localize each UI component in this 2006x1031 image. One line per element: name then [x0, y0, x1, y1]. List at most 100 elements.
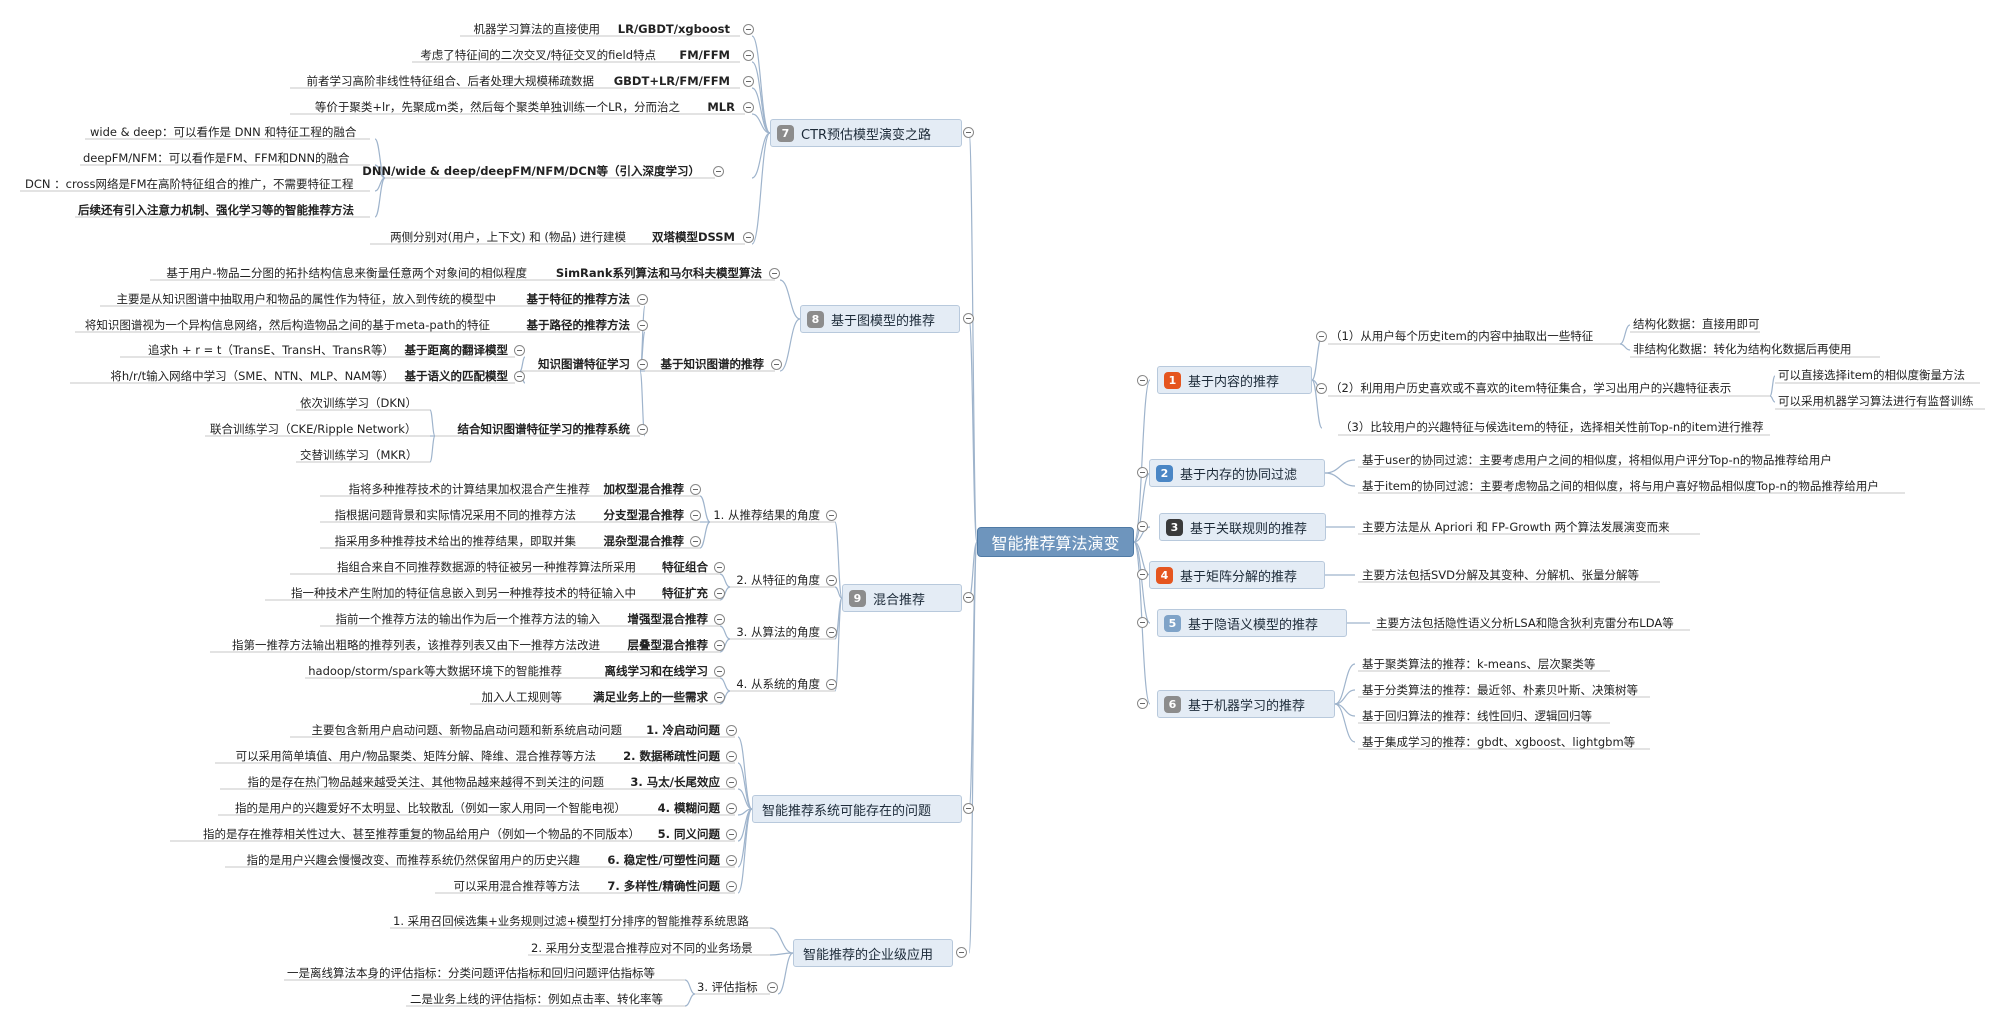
collapse-toggle-icon[interactable]	[514, 371, 525, 382]
content-step-2: （2）利用用户历史喜欢或不喜欢的item特征集合，学习出用户的兴趣特征表示	[1330, 381, 1732, 395]
collapse-toggle-icon[interactable]	[714, 614, 725, 625]
collapse-toggle-icon[interactable]	[826, 679, 837, 690]
collapse-toggle-icon[interactable]	[637, 294, 648, 305]
connector-line	[751, 87, 771, 134]
collapse-toggle-icon[interactable]	[637, 424, 648, 435]
collapse-toggle-icon[interactable]	[826, 510, 837, 521]
collapse-toggle-icon[interactable]	[1137, 521, 1148, 532]
collapse-toggle-icon[interactable]	[726, 855, 737, 866]
collapse-toggle-icon[interactable]	[1137, 467, 1148, 478]
ctr-deep-note-2: deepFM/NFM：可以看作是FM、FFM和DNN的融合	[83, 151, 350, 165]
problem-7: 7. 多样性/精确性问题	[607, 879, 720, 893]
badge-5-icon: 5	[1164, 614, 1181, 632]
mf-methods: 主要方法包括SVD分解及其变种、分解机、张量分解等	[1362, 568, 1640, 582]
problem-1-desc: 主要包含新用户启动问题、新物品启动问题和新系统启动问题	[311, 723, 623, 737]
collapse-toggle-icon[interactable]	[743, 102, 754, 113]
collapse-toggle-icon[interactable]	[1137, 375, 1148, 386]
ml-ensemble: 基于集成学习的推荐：gbdt、xgboost、lightgbm等	[1362, 735, 1636, 749]
ctr-deep-note-1: wide & deep：可以看作是 DNN 和特征工程的融合	[90, 125, 357, 139]
collapse-toggle-icon[interactable]	[726, 725, 737, 736]
collapse-toggle-icon[interactable]	[714, 640, 725, 651]
ml-clustering: 基于聚类算法的推荐：k-means、层次聚类等	[1362, 657, 1596, 671]
collapse-toggle-icon[interactable]	[726, 829, 737, 840]
connector-line	[374, 177, 386, 218]
collapse-toggle-icon[interactable]	[713, 166, 724, 177]
collapse-toggle-icon[interactable]	[1316, 331, 1327, 342]
collapse-toggle-icon[interactable]	[771, 359, 782, 370]
connector-line	[519, 356, 526, 372]
collapse-toggle-icon[interactable]	[743, 50, 754, 61]
problem-2-desc: 可以采用简单填值、用户/物品聚类、矩阵分解、降维、混合推荐等方法	[235, 749, 596, 763]
problem-1: 1. 冷启动问题	[646, 723, 720, 737]
collapse-toggle-icon[interactable]	[690, 536, 701, 547]
collapse-toggle-icon[interactable]	[726, 751, 737, 762]
collapse-toggle-icon[interactable]	[963, 803, 974, 814]
hybrid-cascade-desc: 指第一推荐方法输出粗略的推荐列表，该推荐列表又由下一推荐方法改进	[232, 638, 600, 652]
hybrid-business: 满足业务上的一些需求	[593, 690, 708, 704]
connector-line	[777, 952, 794, 995]
collapse-toggle-icon[interactable]	[714, 692, 725, 703]
collapse-toggle-icon[interactable]	[714, 666, 725, 677]
collapse-toggle-icon[interactable]	[1137, 617, 1148, 628]
problem-6: 6. 稳定性/可塑性问题	[607, 853, 720, 867]
collapse-toggle-icon[interactable]	[767, 982, 778, 993]
ctr-gbdt-lr: GBDT+LR/FM/FFM	[613, 74, 730, 88]
collapse-toggle-icon[interactable]	[637, 359, 648, 370]
collapse-toggle-icon[interactable]	[637, 320, 648, 331]
branch-label: 基于内存的协同过滤	[1180, 467, 1298, 483]
collapse-toggle-icon[interactable]	[690, 510, 701, 521]
kg-combined-note-1: 依次训练学习（DKN）	[300, 396, 417, 410]
collapse-toggle-icon[interactable]	[726, 777, 737, 788]
collapse-toggle-icon[interactable]	[963, 127, 974, 138]
connector-line	[779, 279, 801, 320]
connector-line	[769, 927, 794, 954]
collapse-toggle-icon[interactable]	[743, 24, 754, 35]
collapse-toggle-icon[interactable]	[514, 345, 525, 356]
hybrid-business-desc: 加入人工规则等	[481, 690, 563, 704]
branch-label: 基于图模型的推荐	[831, 313, 936, 329]
connector-line	[719, 690, 731, 705]
connector-line	[1133, 472, 1151, 543]
hybrid-feature-aug: 特征扩充	[662, 586, 708, 600]
branch-matrix-factorization[interactable]: 4 基于矩阵分解的推荐	[1149, 561, 1325, 589]
badge-4-icon: 4	[1156, 566, 1173, 584]
branch-label: 智能推荐系统可能存在的问题	[762, 803, 932, 819]
kg-semantic: 基于语义的匹配模型	[404, 369, 509, 383]
collapse-toggle-icon[interactable]	[1137, 698, 1148, 709]
collapse-toggle-icon[interactable]	[743, 232, 754, 243]
branch-enterprise[interactable]: 智能推荐的企业级应用	[793, 939, 953, 967]
collapse-toggle-icon[interactable]	[726, 881, 737, 892]
collapse-toggle-icon[interactable]	[769, 268, 780, 279]
connector-line	[1324, 459, 1356, 474]
kg-path: 基于路径的推荐方法	[526, 318, 631, 332]
collapse-toggle-icon[interactable]	[690, 484, 701, 495]
collapse-toggle-icon[interactable]	[1316, 383, 1327, 394]
branch-problems[interactable]: 智能推荐系统可能存在的问题	[752, 795, 962, 823]
collapse-toggle-icon[interactable]	[726, 803, 737, 814]
root-topic[interactable]: 智能推荐算法演变	[977, 527, 1134, 557]
connector-line	[751, 132, 771, 179]
collapse-toggle-icon[interactable]	[956, 947, 967, 958]
collapse-toggle-icon[interactable]	[826, 627, 837, 638]
branch-label: 基于矩阵分解的推荐	[1180, 569, 1298, 585]
problem-7-desc: 可以采用混合推荐等方法	[453, 879, 581, 893]
connector-line	[1334, 703, 1356, 743]
collapse-toggle-icon[interactable]	[714, 588, 725, 599]
connector-line	[719, 638, 731, 653]
collapse-toggle-icon[interactable]	[826, 575, 837, 586]
collapse-toggle-icon[interactable]	[1137, 569, 1148, 580]
collapse-toggle-icon[interactable]	[743, 76, 754, 87]
collapse-toggle-icon[interactable]	[963, 592, 974, 603]
collapse-toggle-icon[interactable]	[714, 562, 725, 573]
collapse-toggle-icon[interactable]	[963, 313, 974, 324]
